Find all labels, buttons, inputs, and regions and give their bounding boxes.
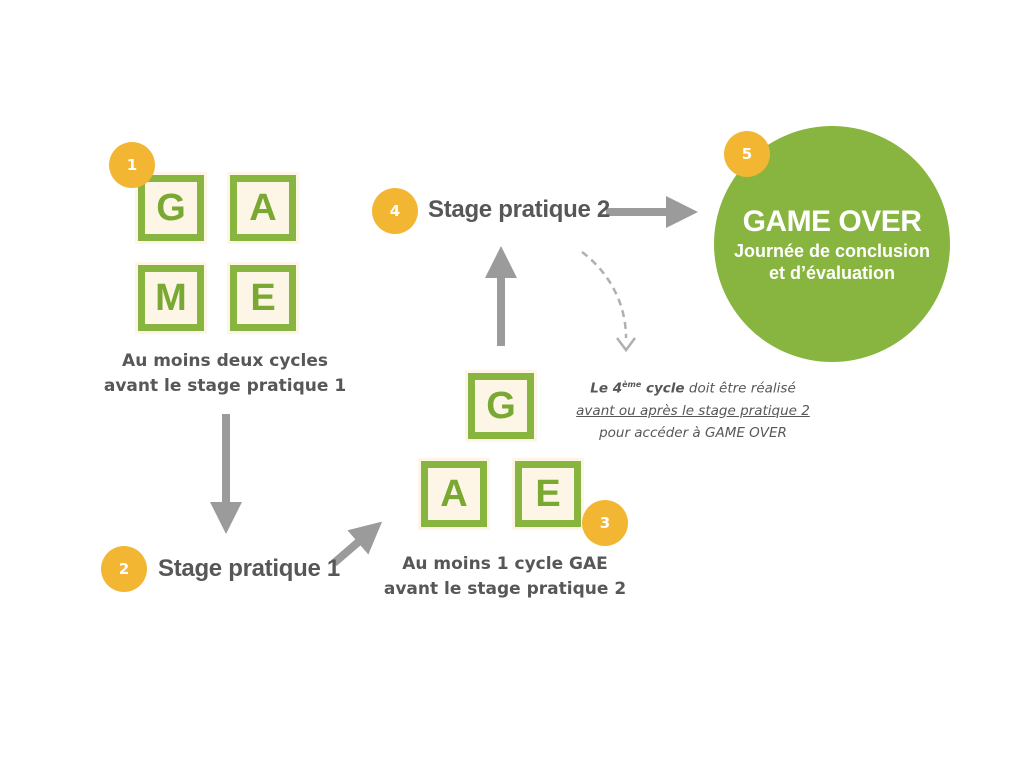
step-badge-5: 5 (724, 131, 770, 177)
tile-e-gae: E (512, 458, 584, 530)
gae-caption-line1: Au moins 1 cycle GAE (402, 554, 608, 574)
note-lead: Le 4 (590, 380, 623, 397)
gae-caption-line2: avant le stage pratique 2 (383, 579, 627, 599)
note-rest: doit être réalisé (684, 380, 796, 397)
tile-a-gae: A (418, 458, 490, 530)
gae-caption: Au moins 1 cycle GAE avant le stage prat… (370, 552, 640, 602)
game-caption-line1: Au moins deux cycles (122, 351, 328, 371)
game-over-line1: Journée de conclusion (733, 241, 931, 261)
step-badge-1: 1 (109, 142, 155, 188)
tile-m: M (135, 262, 207, 334)
note-line3: pour accéder à GAME OVER (599, 424, 787, 441)
tile-a: A (227, 172, 299, 244)
game-caption: Au moins deux cycles avant le stage prat… (90, 349, 360, 399)
note-line1: Le 4ème cycle doit être réalisé (553, 374, 833, 400)
step-badge-3: 3 (582, 500, 628, 546)
note-line2: avant ou après le stage pratique 2 (576, 402, 810, 419)
step-badge-2: 2 (101, 546, 147, 592)
game-caption-line2: avant le stage pratique 1 (103, 376, 347, 396)
step-badge-4: 4 (372, 188, 418, 234)
game-over-title: GAME OVER (742, 205, 922, 238)
tile-e: E (227, 262, 299, 334)
tile-g-gae: G (465, 370, 537, 442)
game-over-line2: et d’évaluation (768, 263, 896, 283)
dashed-arrow-head (616, 337, 636, 353)
fourth-cycle-note: Le 4ème cycle doit être réalisé avant ou… (553, 374, 833, 444)
stage-pratique-2-label: Stage pratique 2 (428, 196, 610, 223)
note-cycle: cycle (641, 380, 685, 397)
stage-pratique-1-label: Stage pratique 1 (158, 555, 340, 582)
tile-g: G (135, 172, 207, 244)
arrow-stage1-to-gae (331, 521, 383, 567)
dashed-arrow-fourth-cycle (581, 251, 628, 339)
note-sup: ème (622, 380, 642, 389)
